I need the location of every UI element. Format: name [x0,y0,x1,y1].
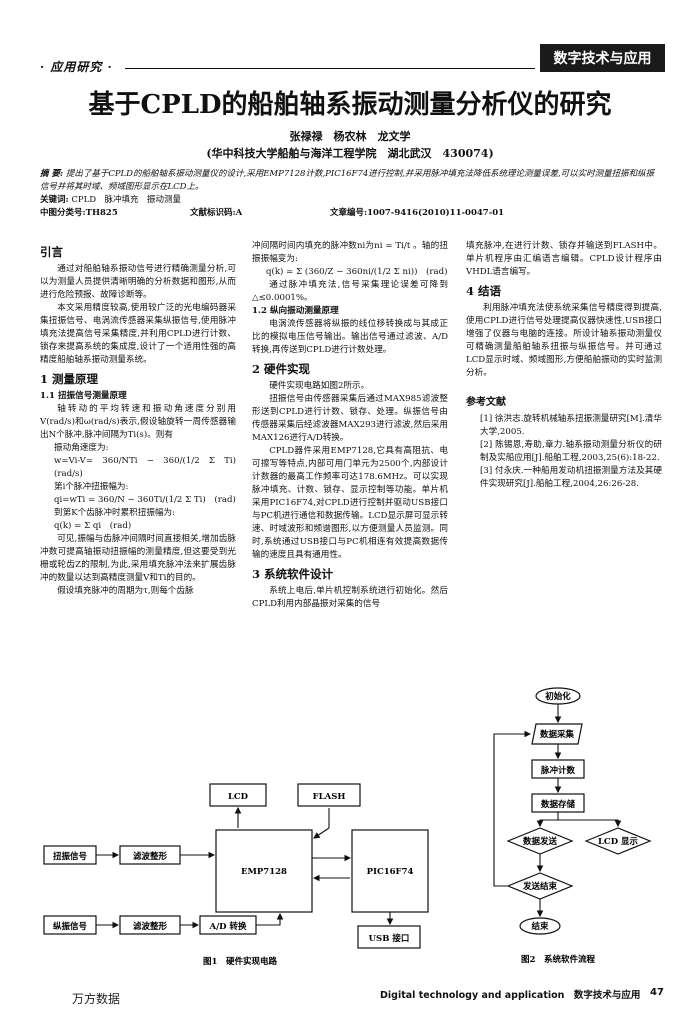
article-number: 文章编号:1007-9416(2010)11-0047-01 [330,208,505,218]
filter-label-1: 滤波整形 [133,851,168,862]
formula-label: 到第K个齿脉冲时累积扭振幅为: [54,508,176,518]
section-4-title: 4 结语 [466,284,502,298]
connector-lines [96,806,394,929]
send-decision [506,827,574,855]
init-label: 初始化 [545,691,571,702]
formula-2: qi=wTi = 360/N − 360Ti/(1/2 Σ Ti) (rad) [54,495,236,505]
subsection-1-1-title: 1.1 扭振信号测量原理 [40,391,127,401]
paragraph: 硬件实现电路如图2所示。 [269,381,370,391]
paragraph: 填充脉冲,在进行计数、锁存并输送到FLASH中。单片机程序由汇编语言编辑。CPL… [466,241,662,277]
paragraph: 冲间隔时间内填充的脉冲数ni为ni = Ti/t 。轴的扭振振幅变为: [252,241,448,264]
paragraph: 可见,振幅与齿脉冲间隔时间直接相关,增加齿脉冲数可提高轴振动扭振幅的测量精度,但… [40,534,236,583]
paragraph: 通过脉冲填充法,信号采集理论误差可降到△≤0.0001%。 [252,280,448,303]
subsection-1-2-title: 1.2 纵向振动测量原理 [252,306,339,316]
authors: 张禄禄 杨农林 龙文学 [289,130,411,143]
references-title: 参考文献 [466,397,506,408]
filter-label-2: 滤波整形 [133,921,168,932]
section-intro-title: 引言 [40,245,63,259]
keywords: 关键词: CPLD 脉冲填充 振动测量 [40,194,662,207]
abstract-text: 提出了基于CPLD的船舶轴系振动测量仪的设计,采用EMP7128计数,PIC16… [40,169,655,192]
paragraph: 本文采用精度较高,使用较广泛的光电编码器采集扭振信号、电涡流传感器采集纵振信号,… [40,303,236,365]
lcd-block [209,783,267,807]
pic16f74-label: PIC16F74 [367,867,414,877]
figure-1-caption: 图1 硬件实现电路 [203,956,277,967]
figure-2-caption: 图2 系统软件流程 [521,954,595,965]
doc-code: 文献标识码:A [190,208,243,218]
end-label: 结束 [531,921,549,932]
watermark-source: 万方数据 [72,992,121,1006]
emp7128-block [215,829,313,913]
paragraph: 假设填充脉冲的周期为τ,则每个齿脉 [57,586,194,596]
flow-lines [493,704,622,918]
emp7128-label: EMP7128 [241,867,287,877]
column-3: 填充脉冲,在进行计数、锁存并输送到FLASH中。单片机程序由汇编语言编辑。CPL… [466,240,662,491]
lcd-display-label: LCD 显示 [598,837,639,847]
formula-label: 振动角速度为: [54,443,109,453]
section-2-title: 2 硬件实现 [252,362,311,376]
section-tag: · 应用研究 · [40,60,113,74]
abstract-block: 摘 要: 提出了基于CPLD的船舶轴系振动测量仪的设计,采用EMP7128计数,… [40,168,662,220]
usb-label: USB 接口 [369,933,410,944]
clc-code: 中图分类号:TH825 [40,208,118,218]
reference-item: [3] 付永庆.一种船用发动机扭振测量方法及其硬件实现研究[J].船舶工程,20… [480,466,662,489]
paragraph: 轴转动的平均转速和振动角速度分别用V(rad/s)和ω(rad/s)表示,假设轴… [40,404,236,440]
done-decision [506,872,574,900]
paragraph: 扭振信号由传感器采集后通过MAX985滤波整形送到CPLD进行计数、锁存、处理。… [252,394,448,443]
reference-item: [2] 陈锡恩,寿助,章力.轴系振动测量分析仪的研制及实船应用[J].船舶工程,… [480,440,662,463]
abstract-label: 摘 要: [40,169,64,179]
keywords-label: 关键词: [40,195,69,205]
column-1: 引言 通过对船舶轴系振动信号进行精确测量分析,可以为测量人员提供清晰明确的分析数… [40,240,245,598]
collect-label: 数据采集 [540,729,575,740]
reference-item: [1] 徐洪志.旋转机械轴系扭振测量研究[M].清华大学,2005. [480,414,662,437]
count-label: 脉冲计数 [540,765,576,776]
formula-4: q(k) = Σ (360/Z − 360ni/(1/2 Σ ni)) (rad… [266,267,448,277]
lcd-label: LCD [228,792,249,802]
formula-1: w=Vi-V= 360/NTi − 360/(1/2 Σ Ti) (rad/s) [54,456,245,479]
paragraph: 通过对船舶轴系振动信号进行精确测量分析,可以为测量人员提供清晰明确的分析数据和图… [40,264,236,300]
keywords-text: CPLD 脉冲填充 振动测量 [71,195,182,205]
paper-title: 基于CPLD的船舶轴系振动测量分析仪的研究 [88,90,612,120]
torsion-signal-label: 扭振信号 [53,851,88,862]
store-label: 数据存储 [541,799,576,810]
lcd-display-decision [584,827,652,855]
section-1-title: 1 测量原理 [40,372,99,386]
flash-label: FLASH [313,792,346,802]
pic16f74-block [351,829,429,913]
journal-section-box: 数字技术与应用 [540,44,665,72]
figure-1-hardware-diagram: LCD FLASH EMP7128 PIC16F74 USB 接口 扭振信号 滤… [43,783,429,967]
ad-label: A/D 转换 [208,921,247,932]
affiliation: (华中科技大学船舶与海洋工程学院 湖北武汉 430074) [206,147,494,160]
usb-block [357,925,421,949]
column-2: 冲间隔时间内填充的脉冲数ni为ni = Ti/t 。轴的扭振振幅变为: q(k)… [252,240,448,611]
formula-label: 第i个脉冲扭振幅为: [54,482,129,492]
page-number: 47 [650,987,664,998]
header-rule [125,68,535,69]
paragraph: CPLD器件采用EMP7128,它具有高阻抗、电可擦写等特点,内部可用门单元为2… [252,446,448,560]
figure-2-software-flowchart: 初始化 数据采集 脉冲计数 数据存储 数据发送 LCD 显示 发送结束 结束 图… [493,687,652,965]
collect-io-block [531,723,583,745]
paragraph: 利用脉冲填充法使系统采集信号精度得到提高,使用CPLD进行信号处理提高仪器快速性… [466,303,662,378]
classification-line: 中图分类号:TH825 文献标识码:A 文章编号:1007-9416(2010)… [40,207,662,220]
done-label: 发送结束 [522,881,558,892]
send-label: 数据发送 [523,836,558,847]
flash-block [297,783,361,807]
end-terminal [519,917,561,935]
paragraph: 系统上电后,单片机控制系统进行初始化。然后CPLD利用内部晶振对采集的信号 [252,586,448,609]
axial-signal-label: 纵振信号 [53,921,88,932]
formula-3: q(k) = Σ qi (rad) [54,521,132,531]
section-3-title: 3 系统软件设计 [252,567,334,581]
paragraph: 电涡流传感器将纵振的线位移转换成与其成正比的模拟电压信号输出。输出信号通过滤波、… [252,319,448,355]
abstract: 摘 要: 提出了基于CPLD的船舶轴系振动测量仪的设计,采用EMP7128计数,… [40,168,662,194]
journal-footer: Digital technology and application 数字技术与… [380,990,641,1001]
